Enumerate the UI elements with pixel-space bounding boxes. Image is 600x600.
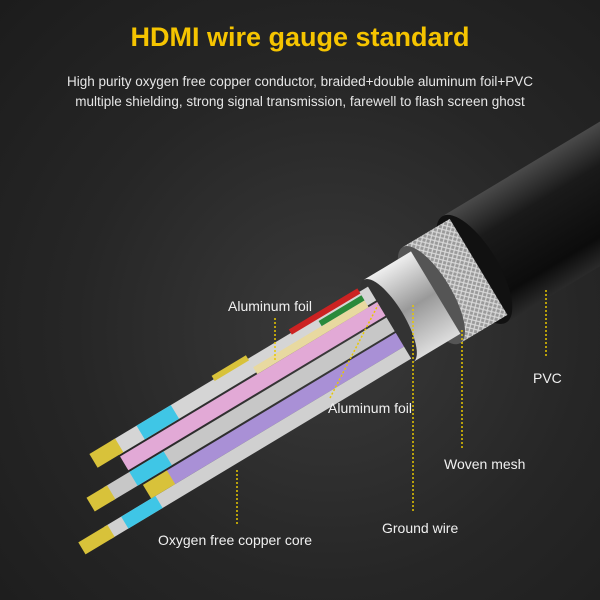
label-aluminum-foil-inner: Aluminum foil (328, 400, 413, 416)
aluminum-foil-outer (363, 251, 461, 363)
pvc-jacket (442, 82, 600, 323)
label-pvc: PVC (533, 370, 562, 386)
woven-mesh (402, 218, 508, 344)
subtitle-line-2: multiple shielding, strong signal transm… (75, 94, 525, 109)
subtitle-line-1: High purity oxygen free copper conductor… (66, 74, 534, 89)
subtitle: High purity oxygen free copper conductor… (0, 72, 600, 112)
leader-lines (236, 290, 547, 525)
label-woven-mesh: Woven mesh (444, 456, 526, 472)
label-ground-wire: Ground wire (382, 520, 459, 536)
page-title: HDMI wire gauge standard (130, 22, 470, 52)
copper-core-ends (78, 355, 249, 555)
label-aluminum-foil-outer: Aluminum foil (228, 298, 313, 314)
inner-wires (103, 286, 412, 539)
label-copper-core: Oxygen free copper core (158, 532, 313, 548)
